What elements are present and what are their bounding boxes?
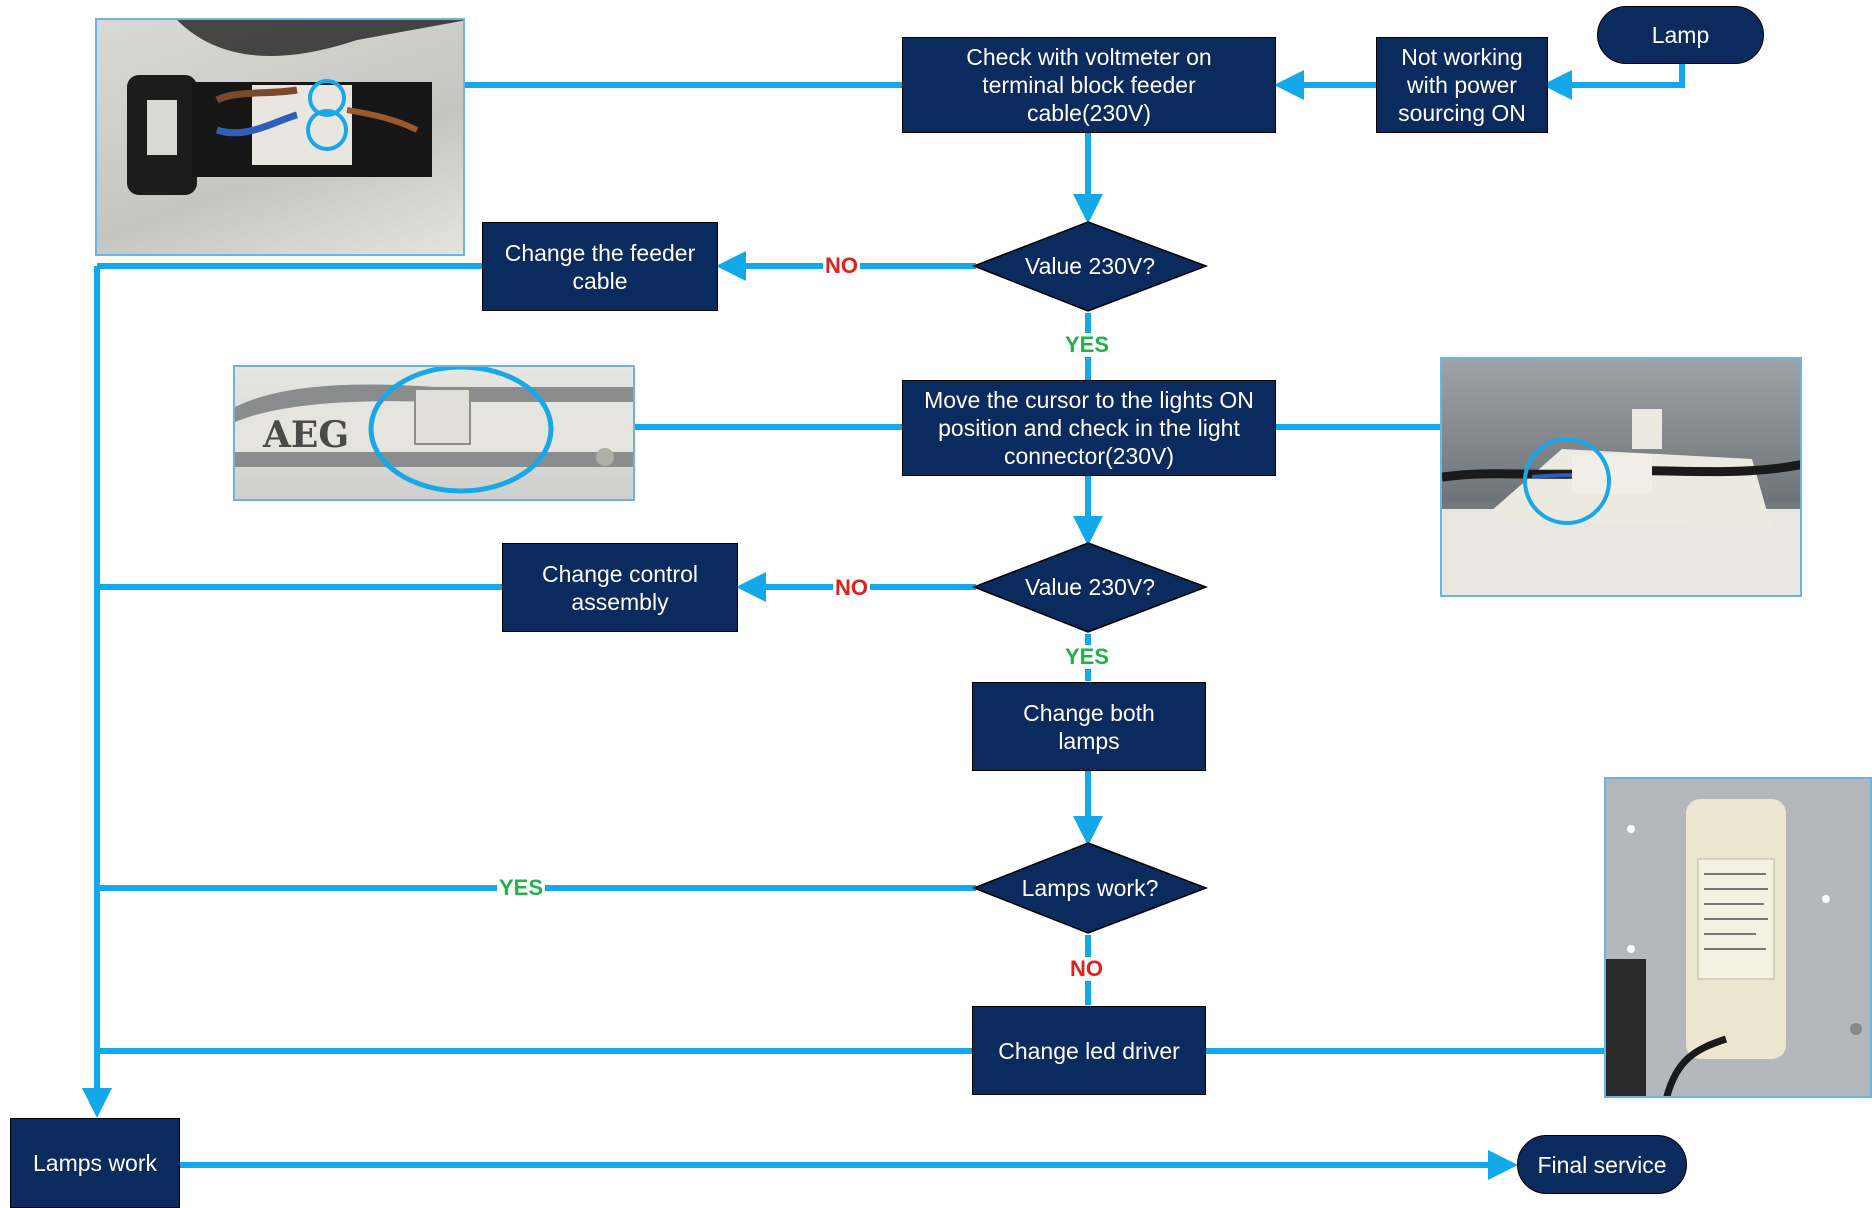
not-working-label: Not working with power sourcing ON <box>1398 44 1526 126</box>
not-working-box: Not working with power sourcing ON <box>1376 37 1548 133</box>
decision-value1: Value 230V? <box>974 222 1206 311</box>
move-cursor-label: Move the cursor to the lights ON positio… <box>924 387 1254 469</box>
change-lamps-label: Change both lamps <box>1023 699 1155 754</box>
decision-value2-label: Value 230V? <box>1024 574 1155 600</box>
label-no-2: NO <box>833 575 870 600</box>
decision-value2-shape <box>971 542 1209 633</box>
label-no-3: NO <box>1068 956 1105 981</box>
final-service-label: Final service <box>1537 1151 1667 1178</box>
change-control-box: Change control assembly <box>502 543 738 632</box>
light-connector-photo <box>1440 357 1802 597</box>
lamp-label: Lamp <box>1651 22 1710 48</box>
lamps-work-label: Lamps work <box>33 1150 157 1176</box>
label-yes-1: YES <box>1063 332 1112 357</box>
change-lamps-box: Change both lamps <box>972 682 1206 771</box>
decision-lamps-work-label: Lamps work? <box>1021 874 1159 901</box>
decision-value1-shape <box>971 221 1209 312</box>
led-driver-photo <box>1604 777 1872 1098</box>
change-driver-label: Change led driver <box>998 1037 1180 1064</box>
brand-logo: AEG <box>262 414 349 456</box>
final-service-node: Final service <box>1517 1135 1687 1194</box>
decision-lamps-work-shape <box>971 842 1209 934</box>
check-voltmeter-box: Check with voltmeter on terminal block f… <box>902 37 1276 133</box>
change-feeder-box: Change the feeder cable <box>482 222 718 311</box>
terminal-block-photo <box>95 18 465 256</box>
label-no-1: NO <box>823 253 860 278</box>
label-yes-3: YES <box>497 875 546 900</box>
check-voltmeter-label: Check with voltmeter on terminal block f… <box>966 44 1212 126</box>
decision-value2: Value 230V? <box>974 543 1206 632</box>
change-feeder-label: Change the feeder cable <box>504 239 696 294</box>
decision-value1-label: Value 230V? <box>1024 253 1155 279</box>
label-yes-2: YES <box>1063 644 1112 669</box>
change-control-label: Change control assembly <box>542 560 698 615</box>
connector-lamp-to-not-working <box>1542 64 1685 100</box>
lamps-work-box: Lamps work <box>10 1118 180 1208</box>
start-node-lamp: Lamp <box>1597 6 1764 64</box>
change-driver-box: Change led driver <box>972 1006 1206 1095</box>
move-cursor-box: Move the cursor to the lights ON positio… <box>902 380 1276 476</box>
decision-lamps-work: Lamps work? <box>974 843 1206 933</box>
control-panel-photo: AEG <box>233 365 635 501</box>
